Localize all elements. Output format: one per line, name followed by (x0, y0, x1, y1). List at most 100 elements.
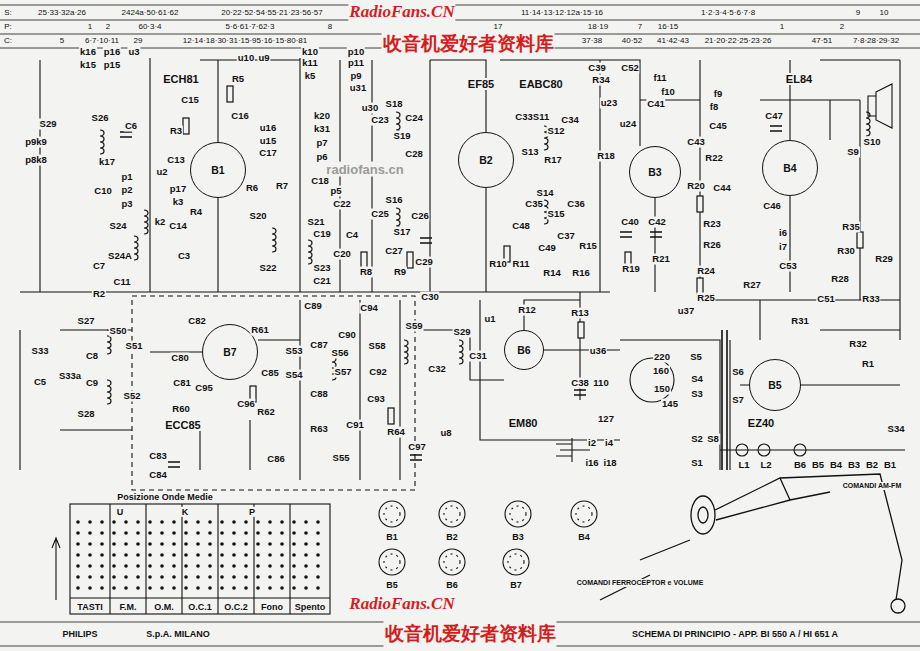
table-number: 1·2·3·4·5·6·7·8 (700, 8, 756, 17)
component-label: C35 (524, 199, 543, 210)
component-label: C34 (560, 115, 579, 126)
component-label: S9 (846, 147, 860, 158)
component-label: u15 (259, 136, 277, 147)
component-label: S33a (58, 371, 82, 382)
component-label: S19 (393, 131, 412, 142)
watermark: 收音机爱好者资料库 (384, 621, 557, 647)
component-label: C20 (332, 249, 351, 260)
component-label: p6 (315, 152, 328, 163)
table-number: 2 (105, 22, 111, 31)
component-label: B2 (865, 460, 879, 471)
component-label: R18 (596, 151, 615, 162)
table-number: 37·38 (581, 36, 603, 45)
table-text: K (181, 507, 190, 517)
tube-ref: B6 (517, 344, 530, 356)
component-label: R9 (393, 267, 407, 278)
table-number: 20·22·52·54·55·21·23·56·57 (220, 8, 323, 17)
component-label: R64 (386, 427, 405, 438)
component-label: R60 (171, 404, 190, 415)
component-label: C14 (168, 221, 187, 232)
component-label: 220 (653, 352, 671, 363)
table-number: 7 (637, 22, 643, 31)
component-label: S21 (307, 217, 326, 228)
table-text: Spento (294, 602, 327, 612)
component-label: k16 (79, 47, 97, 58)
component-label: p1 (120, 172, 133, 183)
component-label: C13 (166, 155, 185, 166)
component-label: i4 (604, 438, 614, 449)
table-number: 5 (59, 36, 65, 45)
component-label: S22 (259, 263, 278, 274)
component-label: k10 (301, 47, 319, 58)
component-label: p7 (315, 138, 328, 149)
table-number: S: (3, 8, 13, 17)
component-label: C87 (309, 340, 328, 351)
component-label: B1 (883, 460, 897, 471)
component-label: L1 (737, 460, 750, 471)
component-label: R3 (169, 126, 183, 137)
component-label: R11 (512, 259, 531, 270)
component-label: 110 (592, 378, 609, 389)
table-number: 41·42·43 (656, 36, 690, 45)
component-label: u8 (439, 428, 452, 439)
component-label: C86 (266, 454, 285, 465)
component-label: S11 (532, 112, 550, 123)
table-number: 60·3·4 (137, 22, 162, 31)
component-label: C27 (384, 246, 403, 257)
component-label: C16 (230, 111, 249, 122)
component-label: C36 (566, 199, 585, 210)
component-label: R6 (245, 183, 259, 194)
component-label: C17 (258, 148, 277, 159)
table-number: 2424a·50·61·62 (121, 8, 180, 17)
component-label: u3 (127, 47, 140, 58)
component-label: C40 (620, 217, 639, 228)
component-label: R61 (250, 325, 269, 336)
component-label: i16 (584, 458, 599, 469)
component-label: R29 (874, 254, 893, 265)
table-number: 8 (327, 22, 333, 31)
component-label: C94 (359, 303, 378, 314)
tube-type: ECC85 (164, 419, 201, 431)
table-text: B3 (511, 532, 525, 542)
component-label: C5 (33, 377, 47, 388)
component-label: C90 (337, 330, 356, 341)
component-label: S15 (547, 209, 566, 220)
component-label: p9 (349, 71, 362, 82)
component-label: S53 (285, 346, 304, 357)
table-text: O.C.2 (223, 602, 249, 612)
component-label: R22 (704, 153, 723, 164)
table-text: B4 (577, 532, 591, 542)
component-label: C31 (468, 351, 487, 362)
table-number: 25·33·32a·26 (37, 8, 87, 17)
component-label: i18 (602, 458, 617, 469)
component-label: S28 (77, 409, 96, 420)
component-label: R24 (696, 266, 715, 277)
component-label: B5 (811, 460, 825, 471)
table-text: B5 (385, 580, 399, 590)
component-label: R30 (836, 246, 855, 257)
component-label: k15 (79, 60, 97, 71)
component-label: u16 (259, 123, 277, 134)
component-label: R33 (861, 294, 880, 305)
component-label: C39 (587, 63, 606, 74)
component-label: R20 (686, 181, 705, 192)
component-label: C38 (570, 378, 589, 389)
tube-type: EABC80 (518, 78, 563, 90)
component-label: C88 (309, 389, 328, 400)
table-text: B2 (445, 532, 459, 542)
component-label: u37 (677, 306, 695, 317)
component-label: C93 (366, 394, 385, 405)
table-number: 9 (855, 8, 861, 17)
tube-type: EF85 (467, 78, 495, 90)
tube-symbol: EL84B4 (762, 140, 818, 196)
component-label: R35 (841, 222, 860, 233)
component-label: C8 (85, 351, 99, 362)
component-label: S6 (731, 367, 745, 378)
table-text: U (116, 507, 125, 517)
component-label: C24 (404, 113, 423, 124)
table-text: O.M. (153, 602, 175, 612)
component-label: C41 (646, 99, 665, 110)
tube-symbol: ECH81B1 (190, 142, 246, 198)
component-label: S5 (689, 352, 703, 363)
table-number: 47·51 (811, 36, 833, 45)
